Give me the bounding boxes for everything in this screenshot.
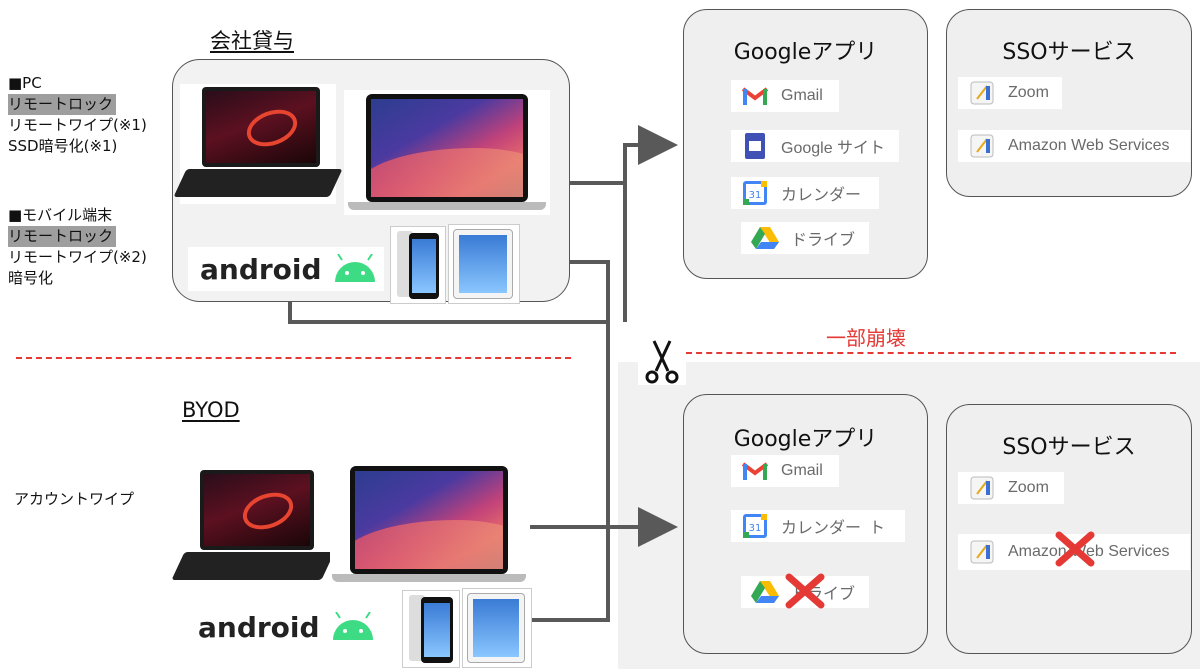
iphone-image (390, 226, 446, 304)
app-icon (968, 79, 996, 107)
thinkpad-laptop-image (173, 84, 343, 204)
partial-break-label: 一部崩壊 (826, 326, 906, 350)
service-gmail: Gmail (731, 80, 839, 112)
app-icon (968, 538, 996, 566)
section-divider (16, 357, 571, 359)
macbook-laptop-image (344, 90, 550, 215)
pc-policy-title: ■PC (8, 74, 42, 92)
google-drive-icon (751, 578, 779, 606)
card-title: Googleアプリ (733, 427, 878, 452)
service-drive: ドライブ (741, 222, 869, 254)
ipad-image (448, 224, 520, 304)
android-robot-icon (332, 612, 373, 640)
android-logo: android (186, 604, 394, 650)
service-google-sites: Google サイト (731, 130, 899, 162)
google-calendar-icon: 31 (741, 512, 769, 540)
app-icon (968, 132, 996, 160)
google-sites-icon (741, 132, 769, 160)
mobile-policy-item: リモートロック (8, 226, 117, 247)
thinkpad-laptop-image (171, 466, 335, 588)
mobile-policy-title: ■モバイル端末 (8, 206, 113, 224)
pc-policy-item: SSD暗号化(※1) (8, 137, 118, 155)
service-calendar: 31 カレンダー ト (731, 510, 905, 542)
svg-text:31: 31 (749, 190, 762, 201)
mobile-policy-list: ■モバイル端末 リモートロック リモートワイプ(※2) 暗号化 (8, 205, 147, 289)
android-wordmark: android (200, 252, 322, 286)
pc-policy-list: ■PC リモートロック リモートワイプ(※1) SSD暗号化(※1) (8, 73, 147, 157)
service-calendar: 31 カレンダー (731, 177, 879, 209)
company-heading: 会社貸与 (210, 29, 294, 53)
byod-policy: アカウントワイプ (14, 490, 135, 508)
svg-text:31: 31 (749, 523, 762, 534)
card-title: SSOサービス (1002, 435, 1136, 460)
macbook-laptop-image (330, 462, 528, 588)
google-drive-icon (751, 224, 779, 252)
card-title: SSOサービス (1002, 40, 1136, 65)
scissors-icon (638, 337, 686, 385)
service-gmail: Gmail (731, 455, 839, 487)
gmail-icon (741, 457, 769, 485)
broken-x-icon (784, 572, 826, 614)
pc-policy-item: リモートワイプ(※1) (8, 116, 147, 134)
ipad-image (462, 588, 532, 668)
byod-heading: BYOD (182, 398, 240, 422)
google-calendar-icon: 31 (741, 179, 769, 207)
mobile-policy-item: リモートワイプ(※2) (8, 248, 147, 266)
android-robot-icon (334, 254, 375, 282)
mobile-policy-item: 暗号化 (8, 269, 54, 287)
pc-policy-item: リモートロック (8, 94, 117, 115)
calendar-suffix: ト (869, 520, 886, 537)
break-divider (686, 352, 1176, 354)
service-zoom: Zoom (958, 77, 1062, 109)
iphone-image (402, 590, 460, 668)
card-title: Googleアプリ (733, 40, 878, 65)
broken-x-icon (1054, 530, 1096, 572)
gmail-icon (741, 82, 769, 110)
app-icon (968, 474, 996, 502)
android-wordmark: android (198, 610, 320, 644)
android-logo: android (188, 247, 384, 291)
service-zoom: Zoom (958, 472, 1064, 504)
service-aws: Amazon Web Services (958, 130, 1190, 162)
sso-services-card: SSOサービス (946, 404, 1192, 654)
